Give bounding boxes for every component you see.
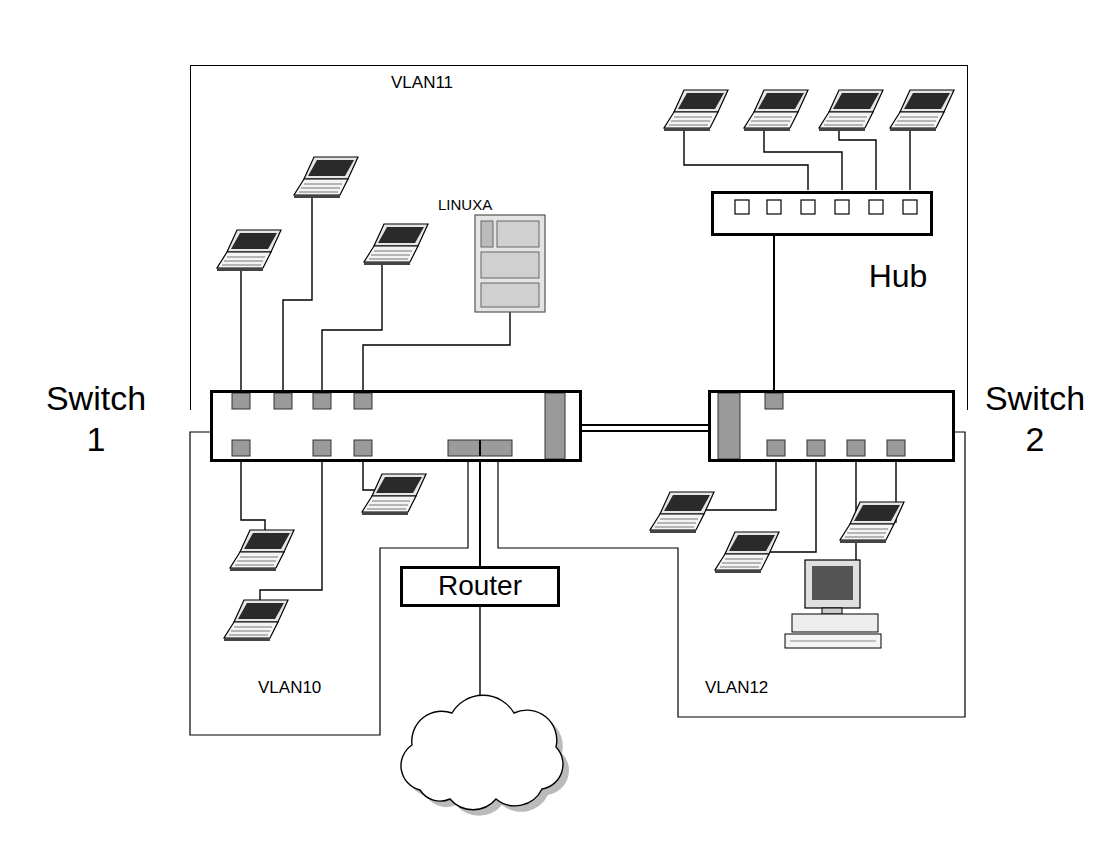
server-icon bbox=[475, 215, 545, 312]
switch-box: Switch 1 bbox=[210, 390, 582, 462]
router-box: Router bbox=[400, 566, 560, 606]
desktop-pc-icon bbox=[785, 560, 881, 648]
trunk-link bbox=[582, 424, 708, 432]
network-link bbox=[773, 236, 775, 390]
region-outline bbox=[498, 432, 965, 717]
network-cloud bbox=[401, 695, 569, 815]
vlan-label: VLAN11 bbox=[391, 73, 453, 94]
switch-label: Switch 2 bbox=[985, 378, 1085, 461]
switch-ports bbox=[210, 390, 955, 462]
vlan-region: VLAN12 bbox=[498, 432, 965, 717]
vlan-label: VLAN12 bbox=[705, 678, 768, 699]
router-label: Router bbox=[403, 569, 557, 603]
device-name-label: LINUXA bbox=[438, 196, 492, 213]
switch-box: Switch 2 bbox=[708, 390, 955, 462]
trunk-link-gap bbox=[582, 426, 708, 430]
vlan-label: VLAN10 bbox=[258, 678, 321, 699]
switch-label: Switch 1 bbox=[46, 378, 146, 461]
network-link bbox=[479, 462, 481, 566]
hub-ports bbox=[710, 190, 932, 235]
vlan-region: Hub VLAN11 bbox=[190, 65, 968, 410]
hub-box: Hub bbox=[711, 191, 933, 236]
hub-label: Hub bbox=[869, 257, 928, 296]
laptop-icons bbox=[217, 90, 954, 641]
region-border bbox=[498, 432, 965, 717]
